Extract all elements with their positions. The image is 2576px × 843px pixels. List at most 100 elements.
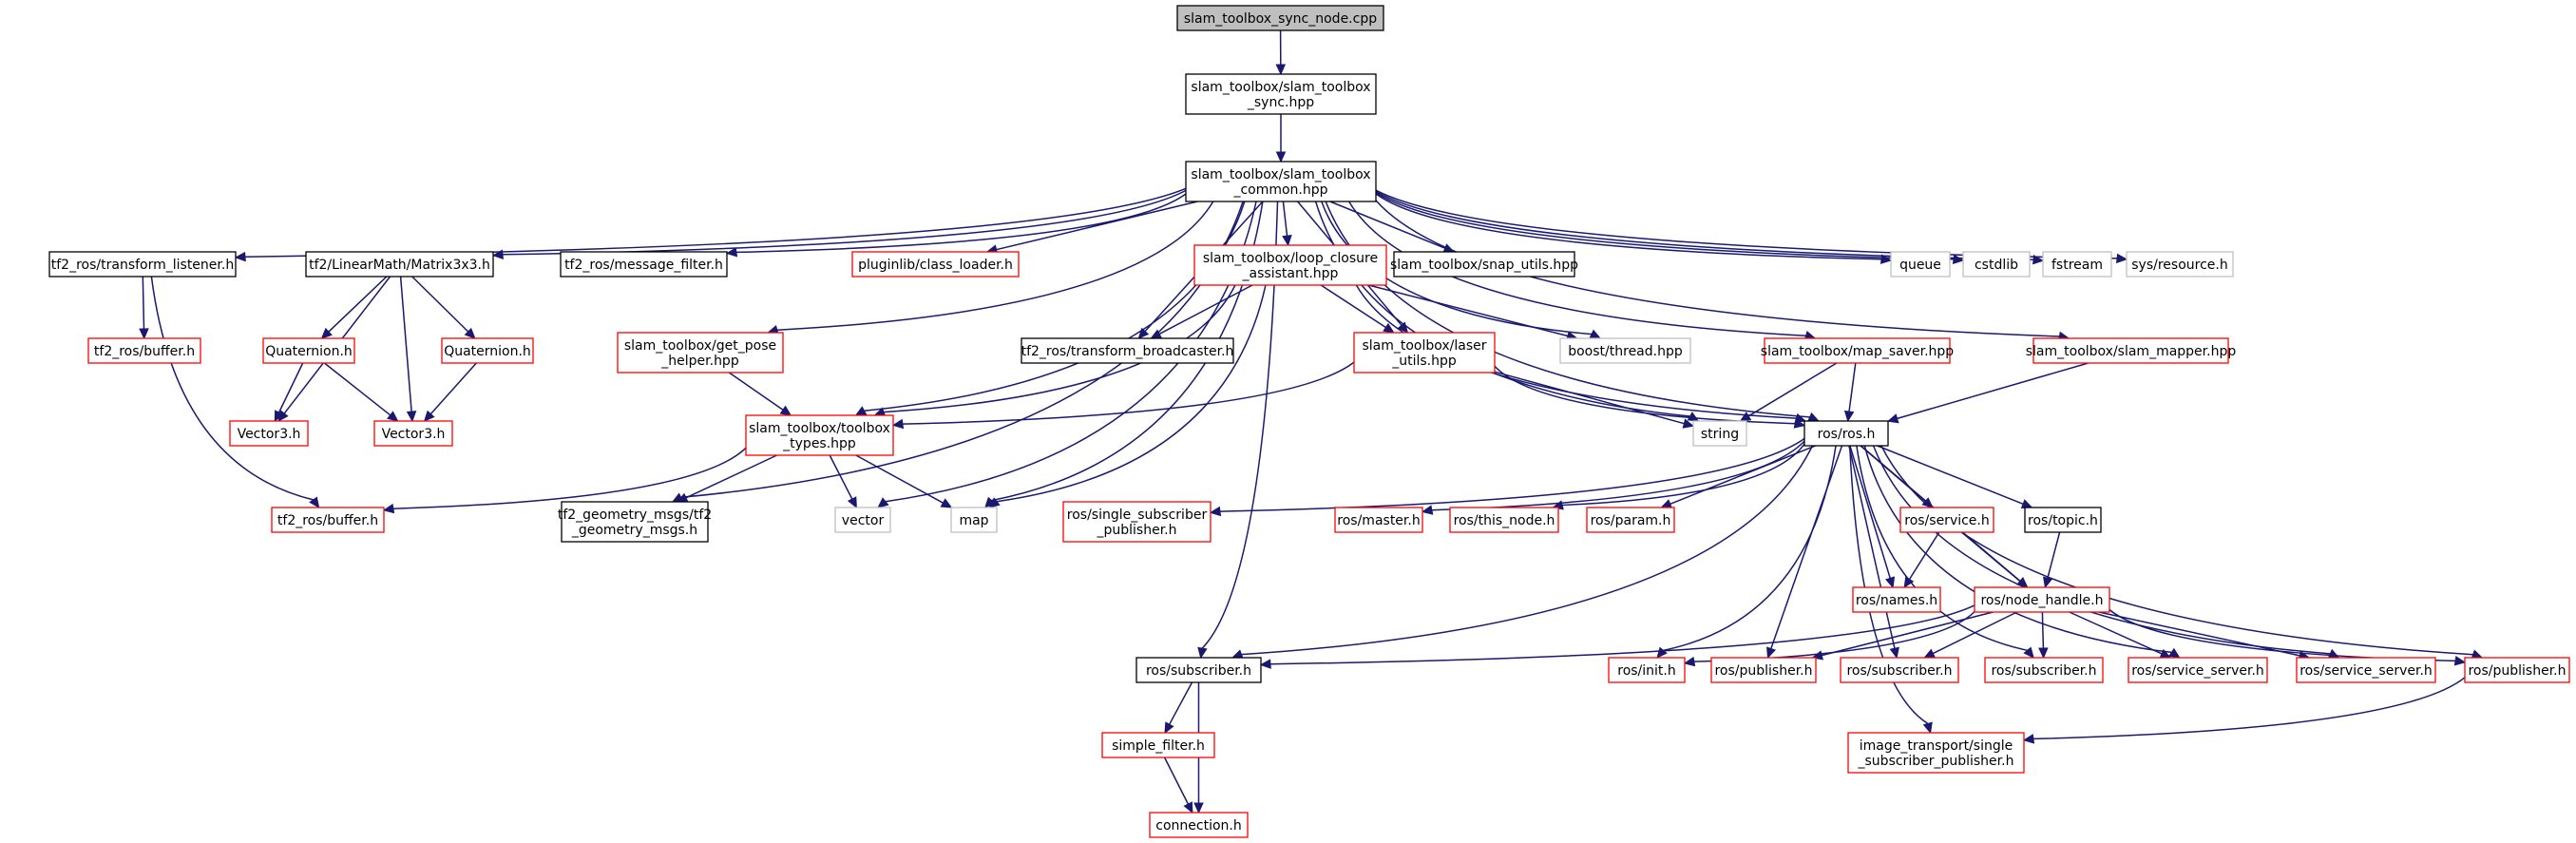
edge-loop_closure-to-tf_broadcaster xyxy=(1150,284,1253,339)
node-label: ros/ros.h xyxy=(1818,427,1876,442)
node-vec3b[interactable]: Vector3.h xyxy=(373,420,453,447)
node-label: Quaternion.h xyxy=(265,344,353,359)
edge-map_saver-to-ros_h xyxy=(1843,362,1857,423)
node-connection[interactable]: connection.h xyxy=(1149,812,1249,838)
node-service[interactable]: ros/service.h xyxy=(1899,507,1994,533)
node-box xyxy=(560,251,728,278)
edge-ros_h-to-single_sub_pub xyxy=(1209,437,1805,517)
node-queue[interactable]: queue xyxy=(1890,251,1951,278)
node-names[interactable]: ros/names.h xyxy=(1852,586,1941,613)
node-tf-listener[interactable]: tf2_ros/transform_listener.h xyxy=(48,251,237,278)
node-label: ros/init.h xyxy=(1617,663,1676,679)
node-label: ros/names.h xyxy=(1856,593,1937,608)
arrow-head xyxy=(940,498,953,508)
node-single-sub-pub[interactable]: ros/single_subscriber_publisher.h xyxy=(1062,501,1212,543)
node-init[interactable]: ros/init.h xyxy=(1608,657,1686,683)
node-box xyxy=(1185,161,1377,202)
node-toolbox-types[interactable]: slam_toolbox/toolbox_types.hpp xyxy=(745,414,894,456)
node-box xyxy=(834,507,891,533)
node-publisher1[interactable]: ros/publisher.h xyxy=(1710,657,1817,683)
arrow-head xyxy=(491,249,504,260)
node-label: vector xyxy=(842,513,885,528)
edge-publisher2-to-image_transport xyxy=(2022,677,2466,744)
node-label: _assistant.hpp xyxy=(1242,266,1339,281)
node-box xyxy=(1021,337,1234,364)
node-ros-h[interactable]: ros/ros.h xyxy=(1803,420,1889,447)
node-node-handle[interactable]: ros/node_handle.h xyxy=(1974,586,2110,613)
node-simple-filter[interactable]: simple_filter.h xyxy=(1101,732,1215,758)
node-subscriber2[interactable]: ros/subscriber.h xyxy=(1984,657,2104,683)
node-tf-buffer-bottom[interactable]: tf2_ros/buffer.h xyxy=(271,507,385,533)
node-box xyxy=(1840,657,1959,683)
node-quat1[interactable]: Quaternion.h xyxy=(262,337,355,364)
edge-ros_h-to-image_transport xyxy=(1848,445,1933,735)
node-box xyxy=(441,337,534,364)
node-loop-closure[interactable]: slam_toolbox/loop_closure_assistant.hpp xyxy=(1193,244,1387,286)
edge-quat1-to-vec3a xyxy=(274,362,304,423)
node-snap-utils[interactable]: slam_toolbox/snap_utils.hpp xyxy=(1390,251,1578,278)
node-common[interactable]: slam_toolbox/slam_toolbox_common.hpp xyxy=(1185,161,1377,202)
node-map-saver[interactable]: slam_toolbox/map_saver.hpp xyxy=(1761,337,1954,364)
node-get-pose[interactable]: slam_toolbox/get_pose_helper.hpp xyxy=(617,332,784,374)
arrow-head xyxy=(1922,721,1933,735)
edge-common-to-loop_closure xyxy=(1282,201,1292,247)
node-matrix3x3[interactable]: tf2/LinearMath/Matrix3x3.h xyxy=(305,251,494,278)
node-msg-filter[interactable]: tf2_ros/message_filter.h xyxy=(560,251,728,278)
node-box xyxy=(1393,251,1575,278)
node-label: slam_toolbox/map_saver.hpp xyxy=(1761,344,1954,359)
node-root[interactable]: slam_toolbox_sync_node.cpp xyxy=(1176,5,1384,31)
arrow-head xyxy=(1421,505,1434,515)
node-topic[interactable]: ros/topic.h xyxy=(2024,507,2102,533)
arrow-head xyxy=(406,411,417,423)
node-boost-thread[interactable]: boost/thread.hpp xyxy=(1559,337,1691,364)
node-label: _geometry_msgs.h xyxy=(571,523,697,538)
arrow-head xyxy=(1282,235,1292,247)
node-sync[interactable]: slam_toolbox/slam_toolbox_sync.hpp xyxy=(1185,73,1377,115)
node-label: _publisher.h xyxy=(1097,523,1177,538)
arrow-head xyxy=(877,497,889,508)
node-laser-utils[interactable]: slam_toolbox/laser_utils.hpp xyxy=(1353,332,1496,374)
node-box xyxy=(1852,586,1941,613)
node-master[interactable]: ros/master.h xyxy=(1334,507,1423,533)
arrow-head xyxy=(891,418,905,430)
edge-ros_h-to-subscriber1 xyxy=(1848,445,1899,660)
node-slam-mapper[interactable]: slam_toolbox/slam_mapper.hpp xyxy=(2026,337,2237,364)
node-service-server2[interactable]: ros/service_server.h xyxy=(2296,657,2436,683)
arrow-head xyxy=(2038,647,2049,660)
node-fstream[interactable]: fstream xyxy=(2042,251,2112,278)
node-geom-msgs[interactable]: tf2_geometry_msgs/tf2_geometry_msgs.h xyxy=(558,501,712,543)
node-subscriber-main[interactable]: ros/subscriber.h xyxy=(1135,657,1262,683)
node-service-server1[interactable]: ros/service_server.h xyxy=(2128,657,2268,683)
node-vec3a[interactable]: Vector3.h xyxy=(229,420,309,447)
node-sys-resource[interactable]: sys/resource.h xyxy=(2126,251,2234,278)
node-label: sys/resource.h xyxy=(2131,258,2227,273)
node-box xyxy=(1890,251,1951,278)
node-cstdlib[interactable]: cstdlib xyxy=(1962,251,2031,278)
edge-laser_utils-to-toolbox_types xyxy=(891,361,1355,430)
node-class-loader[interactable]: pluginlib/class_loader.h xyxy=(851,251,1020,278)
node-quat2[interactable]: Quaternion.h xyxy=(441,337,534,364)
node-this-node[interactable]: ros/this_node.h xyxy=(1449,507,1559,533)
node-box xyxy=(1962,251,2031,278)
node-image-transport[interactable]: image_transport/single_subscriber_publis… xyxy=(1847,732,2025,774)
arrow-head xyxy=(1682,418,1695,429)
edge-toolbox_types-to-vector xyxy=(829,454,857,509)
node-label: ros/service.h xyxy=(1904,513,1990,528)
edge-node_handle-to-subscriber_main xyxy=(1259,604,1975,669)
arrow-head xyxy=(1807,412,1820,422)
edge-node_handle-to-subscriber2 xyxy=(2038,611,2049,660)
node-label: ros/subscriber.h xyxy=(1846,663,1952,679)
arrow-head xyxy=(847,496,857,509)
node-publisher2[interactable]: ros/publisher.h xyxy=(2464,657,2570,683)
node-string[interactable]: string xyxy=(1692,420,1747,447)
arrow-head xyxy=(1164,721,1174,735)
node-label: ros/subscriber.h xyxy=(1146,663,1251,679)
node-tf-broadcaster[interactable]: tf2_ros/transform_broadcaster.h xyxy=(1021,337,1234,364)
node-label: ros/publisher.h xyxy=(2468,663,2566,679)
node-subscriber1[interactable]: ros/subscriber.h xyxy=(1840,657,1959,683)
node-label: _types.hpp xyxy=(782,436,856,451)
node-vector[interactable]: vector xyxy=(834,507,891,533)
node-param[interactable]: ros/param.h xyxy=(1586,507,1675,533)
node-map[interactable]: map xyxy=(950,507,998,533)
node-tf-buffer-top[interactable]: tf2_ros/buffer.h xyxy=(87,337,201,364)
